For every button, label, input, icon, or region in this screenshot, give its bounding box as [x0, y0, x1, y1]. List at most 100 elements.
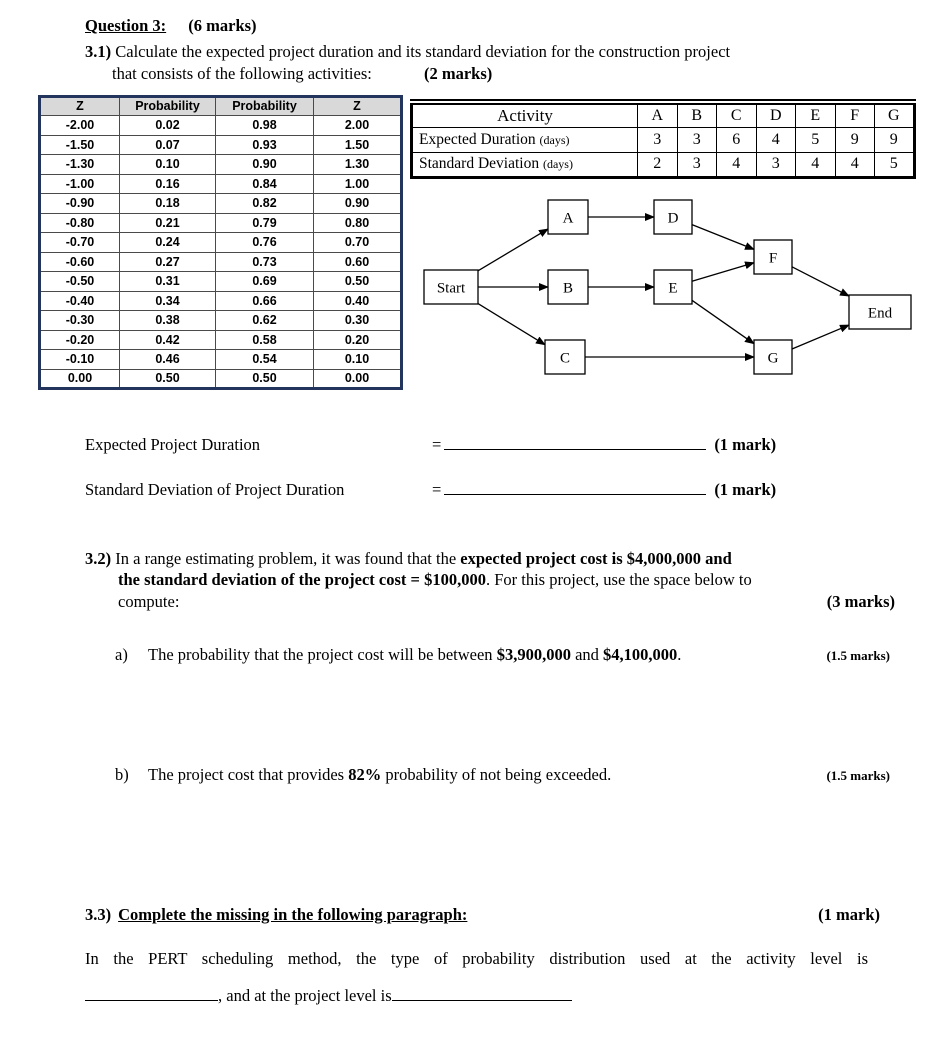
z-table-header: Z — [39, 95, 120, 117]
text-segment: . For this project, use the space below … — [485, 570, 752, 590]
q33-label: 3.3) — [85, 904, 112, 924]
node-label: B — [563, 280, 573, 296]
answer-marks: (1 mark) — [714, 434, 777, 454]
node-G: G — [753, 338, 793, 375]
activity-row-label: Standard Deviation (days) — [411, 151, 638, 178]
z-table-cell: 0.93 — [215, 134, 314, 156]
z-table-cell: 0.50 — [215, 368, 314, 390]
text-segment: . — [677, 644, 682, 664]
z-table-cell: 1.00 — [313, 173, 402, 195]
z-table-cell: 2.00 — [313, 115, 402, 136]
answer-label: Expected Project Duration — [85, 434, 261, 454]
z-table-cell: 0.38 — [119, 310, 216, 331]
z-table-cell: 1.30 — [313, 154, 402, 175]
activity-value-cell: 6 — [716, 126, 757, 153]
z-table-cell: 0.20 — [313, 329, 402, 351]
node-A: A — [547, 198, 589, 235]
text-segment: compute: — [118, 592, 180, 612]
z-table-cell: 0.90 — [313, 193, 402, 214]
activity-row-label: Expected Duration (days) — [411, 126, 638, 153]
edge-D-F — [691, 223, 755, 250]
z-table-cell: -0.90 — [39, 193, 120, 214]
z-table-cell: -2.00 — [39, 115, 120, 136]
z-table-cell: 0.98 — [215, 115, 314, 136]
node-C: C — [544, 338, 586, 375]
text-segment: 82% — [348, 764, 382, 784]
activity-header: E — [795, 101, 836, 128]
z-table-cell: -0.10 — [39, 349, 120, 370]
z-table-cell: 0.80 — [313, 212, 402, 234]
edge-Start-C — [477, 302, 546, 345]
node-End: End — [848, 293, 912, 330]
q33-heading-left: 3.3)Complete the missing in the followin… — [85, 905, 467, 925]
z-table-cell: 0.76 — [215, 232, 314, 253]
text-segment: 3.2) — [85, 548, 112, 568]
z-table-cell: 0.24 — [119, 232, 216, 253]
z-table-cell: -1.30 — [39, 154, 120, 175]
z-table-cell: -0.60 — [39, 251, 120, 273]
text-segment: the standard deviation of the project co… — [118, 570, 486, 590]
z-table-cell: -0.30 — [39, 310, 120, 331]
q32-paragraph: 3.2) In a range estimating problem, it w… — [85, 548, 895, 613]
answer-row-expected-duration: Expected Project Duration = (1 mark) — [85, 435, 875, 455]
z-table-header: Probability — [215, 95, 314, 117]
z-table-cell: 0.60 — [313, 251, 402, 273]
activity-header: F — [834, 101, 875, 128]
activity-value-cell: 5 — [874, 151, 915, 178]
q31-text: 3.1) Calculate the expected project dura… — [85, 42, 730, 83]
unit-label: (days) — [542, 157, 573, 172]
activity-header: G — [874, 101, 915, 128]
z-table-cell: 0.82 — [215, 193, 314, 214]
edge-G-End — [791, 323, 850, 350]
node-label: C — [560, 350, 570, 366]
node-label: D — [668, 210, 679, 226]
z-table-cell: -1.50 — [39, 134, 120, 156]
z-table-cell: 0.00 — [39, 368, 120, 390]
z-table-cell: 0.54 — [215, 349, 314, 370]
z-table-cell: 0.79 — [215, 212, 314, 234]
text-segment: $3,900,000 — [496, 644, 571, 664]
q32-text: 3.2) In a range estimating problem, it w… — [85, 549, 752, 612]
z-table-cell: 0.50 — [119, 368, 216, 390]
question-title: Question 3: — [85, 16, 167, 35]
edge-Start-A — [477, 227, 549, 271]
node-label: End — [868, 305, 893, 321]
node-label: G — [768, 350, 779, 366]
z-table-cell: 0.10 — [119, 154, 216, 175]
q32-item-a: a) The probability that the project cost… — [85, 645, 890, 665]
activity-header: C — [716, 101, 757, 128]
text-segment: that consists of the following activitie… — [112, 63, 372, 83]
activity-value-cell: 4 — [795, 151, 836, 178]
text-segment: $4,100,000 — [603, 644, 678, 664]
activity-value-cell: 3 — [676, 151, 717, 178]
node-E: E — [653, 268, 693, 305]
z-table-cell: 0.16 — [119, 173, 216, 195]
z-table-cell: 0.21 — [119, 212, 216, 234]
activity-value-cell: 9 — [834, 126, 875, 153]
q32-item-a-marks: (1.5 marks) — [826, 647, 890, 663]
z-table-cell: -0.20 — [39, 329, 120, 351]
q32-item-b-marks: (1.5 marks) — [826, 767, 890, 783]
activity-header: A — [637, 101, 678, 128]
activity-value-cell: 3 — [755, 151, 796, 178]
text-segment: In a range estimating problem, it was fo… — [111, 548, 461, 568]
z-table-cell: 0.69 — [215, 271, 314, 292]
z-table-cell: 0.58 — [215, 329, 314, 351]
z-table-header: Probability — [119, 95, 216, 117]
text-segment: expected project cost is $4,000,000 and — [460, 548, 732, 568]
edge-F-End — [791, 265, 850, 297]
z-table-cell: 0.00 — [313, 368, 402, 390]
activity-table-corner: Activity — [411, 101, 638, 128]
exam-page: Question 3: (6 marks) 3.1) Calculate the… — [38, 16, 916, 1005]
node-B: B — [547, 268, 589, 305]
